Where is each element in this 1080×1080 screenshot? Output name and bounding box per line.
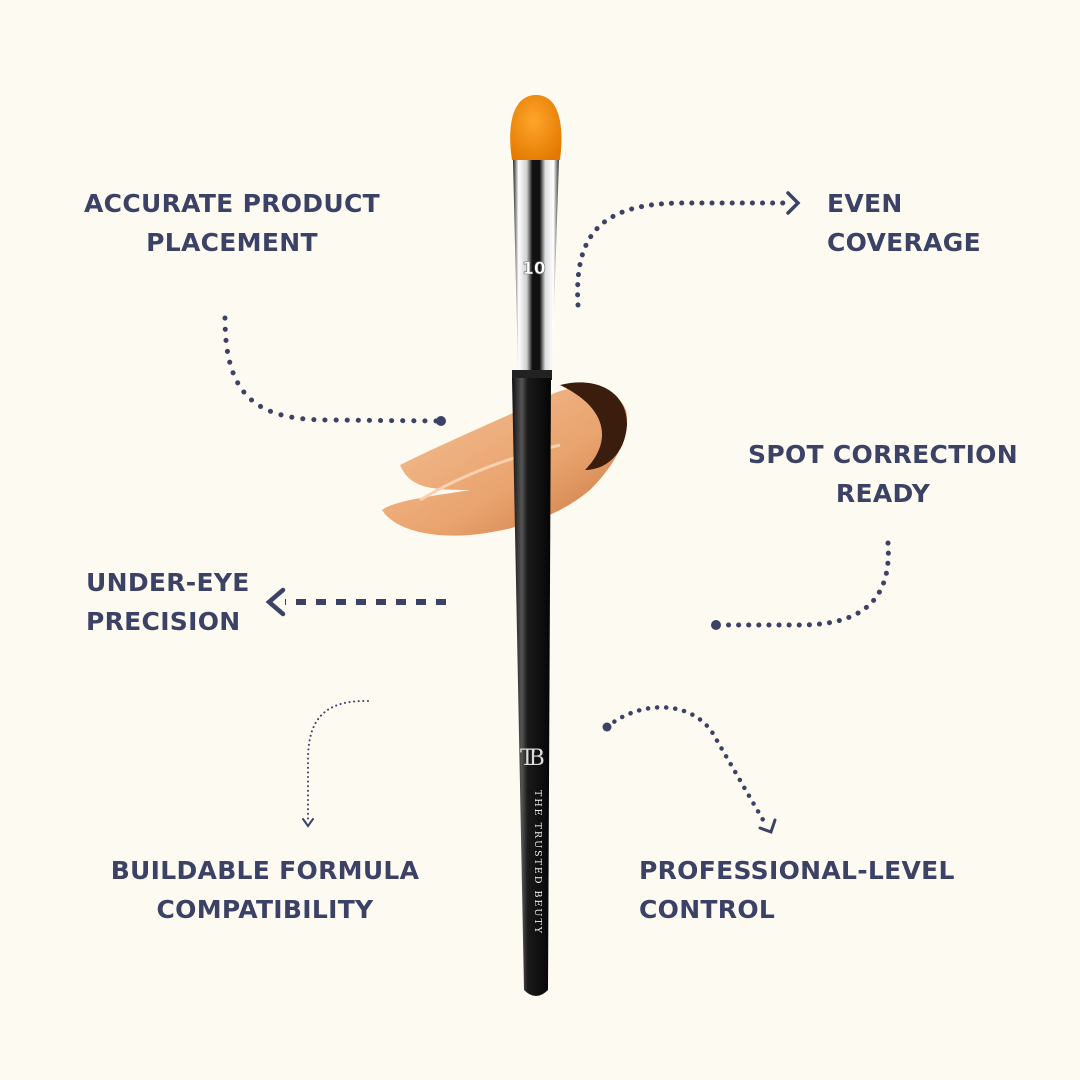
feature-under-eye: UNDER-EYE PRECISION [86,563,250,641]
feature-line: PRECISION [86,607,241,636]
feature-line: COMPATIBILITY [156,895,374,924]
arrow-spot-correction [719,540,891,628]
arrow-coverage [575,200,788,308]
feature-line: READY [835,479,931,508]
feature-even-coverage: EVEN COVERAGE [827,184,981,262]
feature-line: SPOT CORRECTION [748,440,1018,469]
feature-line: PLACEMENT [146,228,318,257]
arrow-placement [222,315,439,424]
arrow-buildable [307,699,369,821]
brand-name: THE TRUSTED BEUTY [532,790,543,936]
feature-accurate-placement: ACCURATE PRODUCT PLACEMENT [62,184,402,262]
feature-line: UNDER-EYE [86,568,250,597]
feature-line: EVEN [827,189,903,218]
feature-spot-correction: SPOT CORRECTION READY [733,435,1033,513]
feature-buildable-formula: BUILDABLE FORMULA COMPATIBILITY [95,851,435,929]
feature-line: BUILDABLE FORMULA [110,856,420,885]
brand-monogram: TB [520,746,545,771]
feature-line: COVERAGE [827,228,981,257]
callout-arrows [222,191,891,834]
brush-size-number: 10 [522,259,546,280]
feature-professional-control: PROFESSIONAL-LEVEL CONTROL [639,851,955,929]
concealer-swatch [382,382,628,536]
arrow-control [604,705,769,828]
feature-line: CONTROL [639,895,776,924]
feature-line: PROFESSIONAL-LEVEL [639,856,955,885]
feature-line: ACCURATE PRODUCT [84,189,380,218]
concealer-brush-image [510,95,562,996]
